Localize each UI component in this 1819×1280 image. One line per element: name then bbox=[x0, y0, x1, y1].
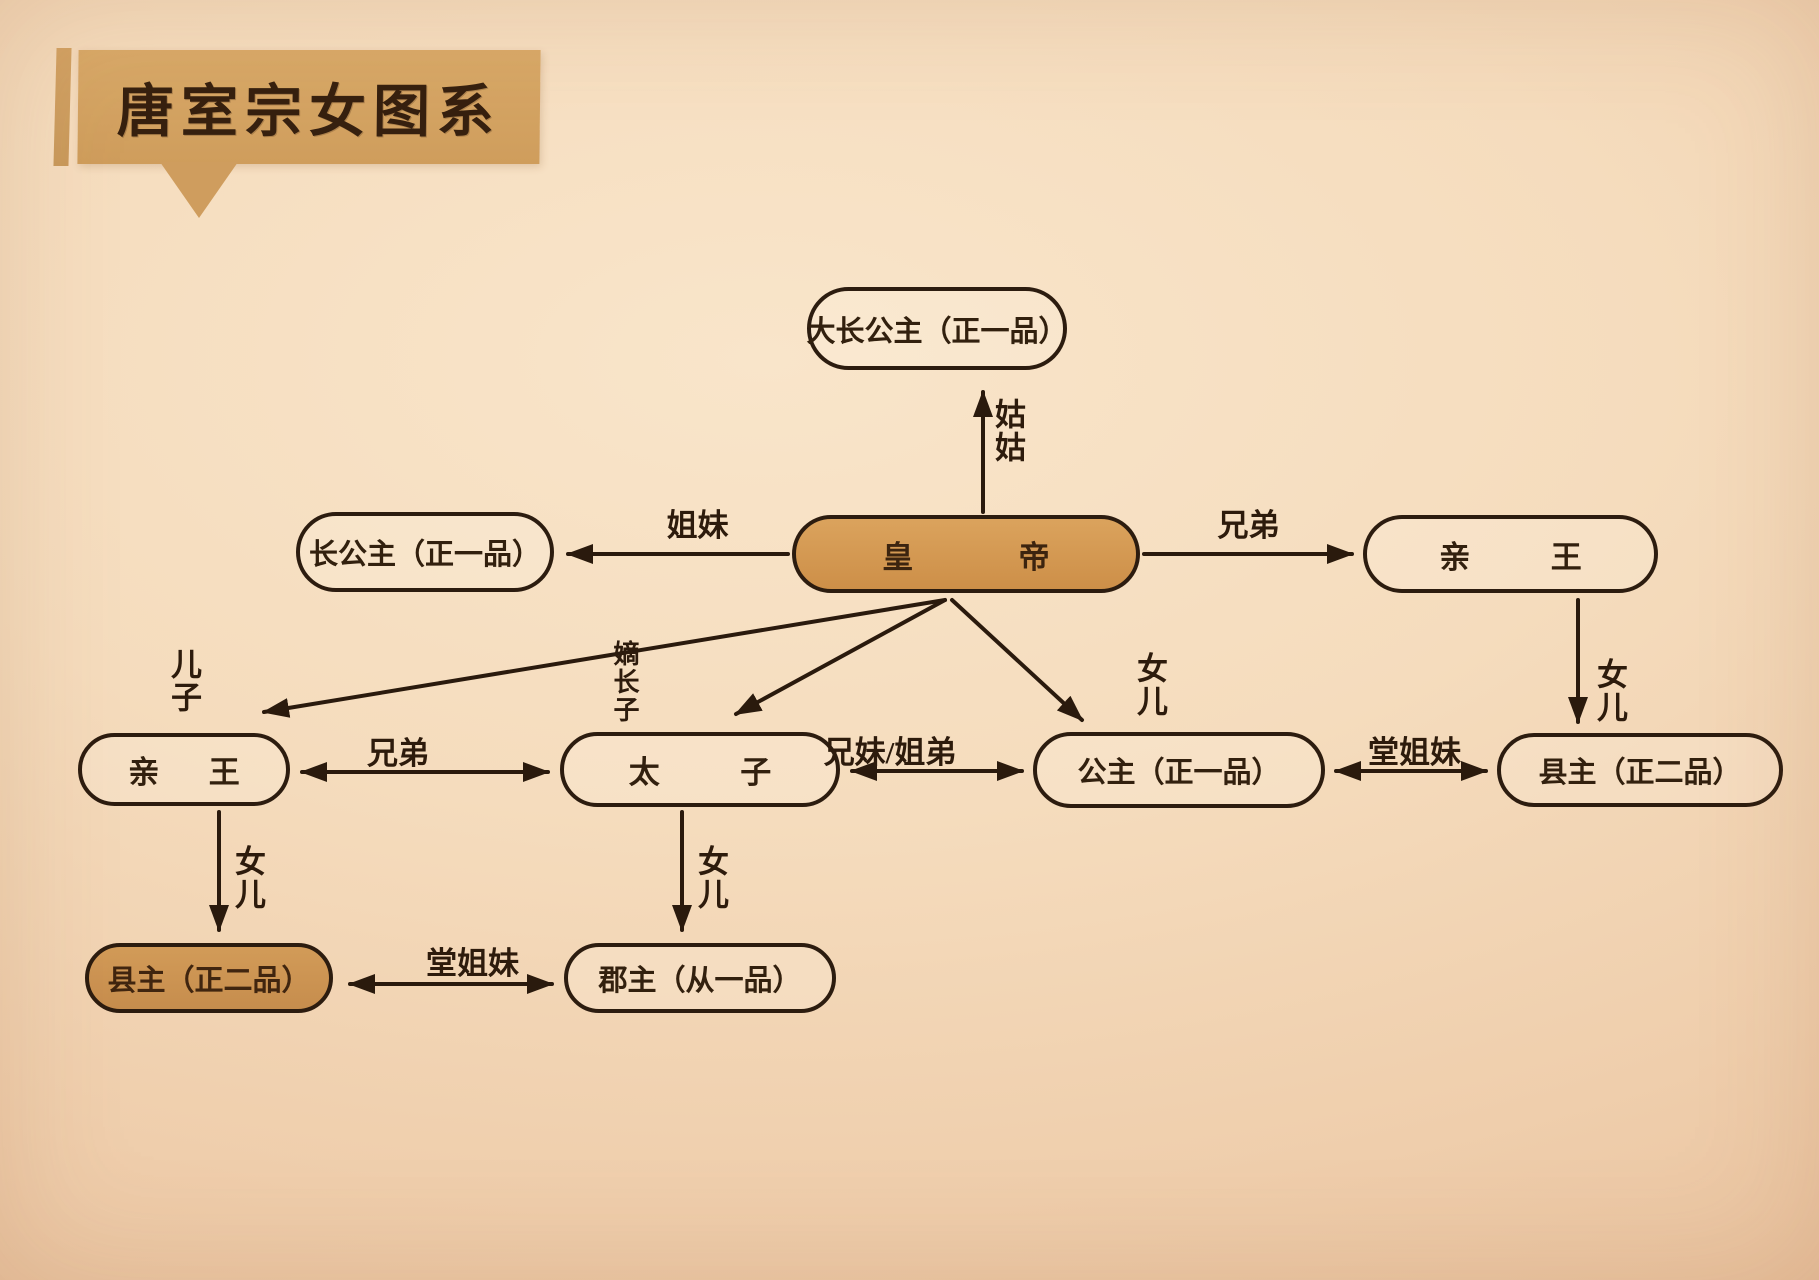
node-crown-prince: 太子 bbox=[560, 732, 840, 807]
edge-label-son: 儿子 bbox=[166, 648, 201, 714]
node-label: 郡主（从一品） bbox=[598, 965, 802, 997]
edge-label-brothers-row2: 兄弟 bbox=[367, 736, 429, 771]
node-princess: 公主（正一品） bbox=[1033, 732, 1325, 808]
edge-label-eldest-son: 嫡长子 bbox=[610, 640, 639, 724]
node-county-princess-right: 县主（正二品） bbox=[1497, 733, 1783, 807]
node-label: 公主（正一品） bbox=[1077, 757, 1281, 789]
node-label: 皇帝 bbox=[882, 539, 1156, 575]
node-label: 亲王 bbox=[128, 755, 290, 790]
edge-label-brothers-upper: 兄弟 bbox=[1217, 508, 1280, 543]
edge-label-sibling-mixed: 兄妹/姐弟 bbox=[823, 735, 957, 770]
node-label: 县主（正二品） bbox=[107, 965, 311, 997]
node-label: 亲王 bbox=[1439, 539, 1663, 575]
node-eldest-princess: 长公主（正一品） bbox=[296, 512, 554, 592]
title-banner-pointer bbox=[160, 162, 238, 218]
node-commandery-princess: 郡主（从一品） bbox=[564, 943, 836, 1013]
node-county-princess-left: 县主（正二品） bbox=[85, 943, 333, 1013]
node-emperor: 皇帝 bbox=[792, 515, 1140, 593]
node-label: 太子 bbox=[628, 755, 852, 790]
edge-label-daughter-princess: 女儿 bbox=[1132, 652, 1167, 718]
node-label: 长公主（正一品） bbox=[308, 539, 541, 571]
edge-label-daughter-right: 女儿 bbox=[1592, 658, 1627, 724]
node-label: 县主（正二品） bbox=[1538, 757, 1742, 789]
edge-label-daughter-mid: 女儿 bbox=[693, 845, 728, 911]
edge-label-aunt: 姑姑 bbox=[990, 398, 1025, 464]
node-prince-left: 亲王 bbox=[78, 733, 290, 806]
edge-label-daughter-left: 女儿 bbox=[230, 845, 265, 911]
node-label: 大长公主（正一品） bbox=[806, 315, 1068, 348]
node-prince-right: 亲王 bbox=[1363, 515, 1658, 593]
edge-label-cousins-bottom: 堂姐妹 bbox=[426, 946, 519, 981]
edge-label-sisters: 姐妹 bbox=[666, 508, 729, 543]
edge-label-cousins-row2: 堂姐妹 bbox=[1368, 735, 1461, 770]
node-grand-princess: 大长公主（正一品） bbox=[806, 287, 1068, 370]
